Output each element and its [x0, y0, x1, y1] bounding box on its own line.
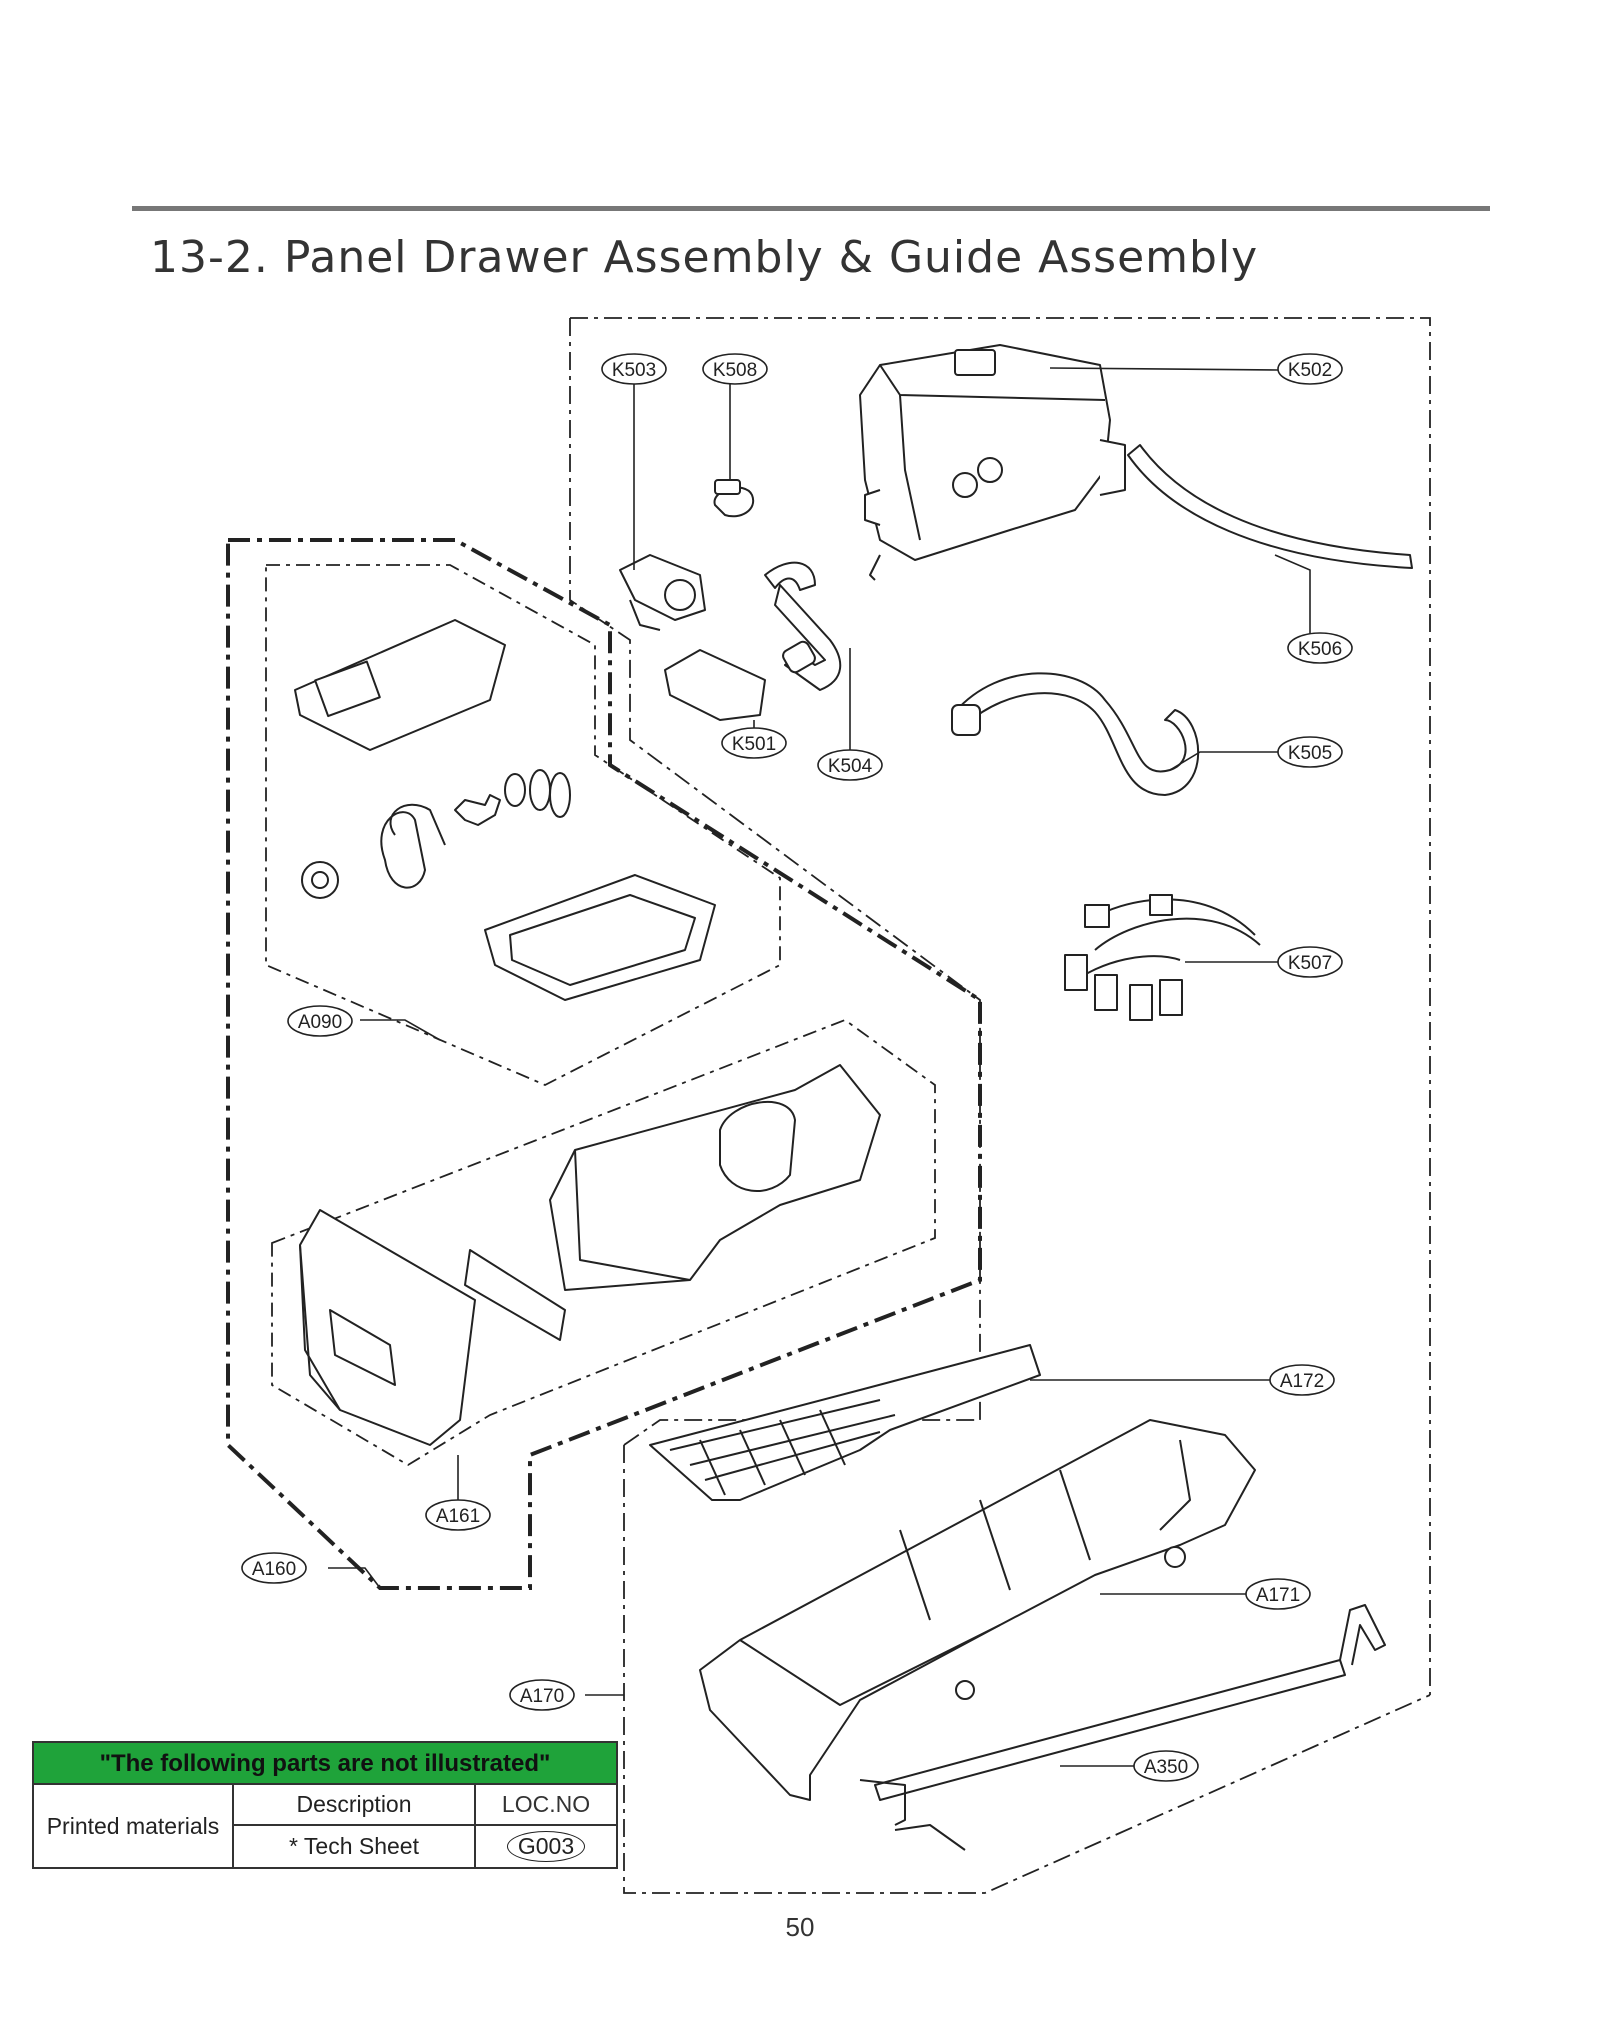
- page-number: 50: [785, 1912, 815, 1942]
- callout-k503: K503: [601, 353, 667, 385]
- svg-text:K503: K503: [612, 360, 656, 381]
- svg-text:K506: K506: [1298, 639, 1342, 660]
- callout-a350: A350: [1133, 1750, 1199, 1782]
- part-a090-drawings: [294, 619, 716, 1001]
- part-a171-frame: [699, 1419, 1256, 1801]
- part-k502-drawing: [859, 344, 1126, 581]
- loc-no-header: LOC.NO: [476, 1785, 616, 1826]
- not-illustrated-header: "The following parts are not illustrated…: [34, 1743, 616, 1785]
- callout-k508: K508: [702, 353, 768, 385]
- callout-k501: K501: [721, 727, 787, 759]
- svg-text:A171: A171: [1256, 1585, 1300, 1606]
- part-k507-harness: [1064, 894, 1261, 1021]
- part-k501-bracket: [664, 649, 766, 721]
- svg-text:K504: K504: [828, 756, 873, 777]
- callout-k506: K506: [1287, 632, 1353, 664]
- loc-no-cell: G003: [476, 1826, 616, 1867]
- svg-text:A161: A161: [436, 1506, 480, 1527]
- part-k505-end: [951, 704, 981, 736]
- boundary-a170-top: [623, 1419, 980, 1446]
- svg-text:K501: K501: [732, 734, 776, 755]
- boundary-a161: [271, 1018, 936, 1467]
- svg-text:K505: K505: [1288, 743, 1332, 764]
- part-k503-drawing: [619, 554, 706, 631]
- svg-text:A160: A160: [252, 1559, 296, 1580]
- callout-a170: A170: [509, 1679, 575, 1711]
- description-header: Description: [234, 1785, 476, 1826]
- page-title: 13-2. Panel Drawer Assembly & Guide Asse…: [150, 232, 1259, 283]
- svg-text:A350: A350: [1144, 1757, 1188, 1778]
- not-illustrated-table: "The following parts are not illustrated…: [32, 1741, 618, 1869]
- callout-k507: K507: [1277, 946, 1343, 978]
- svg-text:A090: A090: [298, 1012, 342, 1033]
- callout-a171: A171: [1245, 1578, 1311, 1610]
- callout-a090: A090: [287, 1005, 353, 1037]
- part-k506-hose: [1127, 444, 1413, 569]
- svg-text:A170: A170: [520, 1686, 564, 1707]
- part-a161-drawings: [299, 1064, 881, 1446]
- svg-text:K508: K508: [713, 360, 757, 381]
- callout-a172: A172: [1269, 1364, 1335, 1396]
- callout-k505: K505: [1277, 736, 1343, 768]
- boundary-a090: [265, 564, 781, 1086]
- callout-a160: A160: [241, 1552, 307, 1584]
- boundary-k-group: [570, 317, 1431, 1695]
- category-cell: Printed materials: [34, 1785, 234, 1867]
- svg-text:A172: A172: [1280, 1371, 1324, 1392]
- title-rule: [132, 206, 1490, 211]
- part-a172-grid: [649, 1344, 1041, 1501]
- part-a350-rail: [859, 1604, 1386, 1851]
- callout-k504: K504: [817, 749, 883, 781]
- callout-a161: A161: [425, 1499, 491, 1531]
- description-cell: * Tech Sheet: [234, 1826, 476, 1867]
- part-k508-clamp: [713, 479, 755, 518]
- callout-k502: K502: [1277, 353, 1343, 385]
- part-k504-hose: [764, 561, 816, 591]
- boundary-a160: [226, 538, 982, 1590]
- svg-text:K507: K507: [1288, 953, 1332, 974]
- boundary-k-group-left: [569, 318, 981, 1420]
- boundary-a170: [623, 1445, 1431, 1894]
- loc-no-value: G003: [506, 1831, 586, 1862]
- part-k505-hose: [954, 672, 1200, 796]
- svg-text:K502: K502: [1288, 360, 1332, 381]
